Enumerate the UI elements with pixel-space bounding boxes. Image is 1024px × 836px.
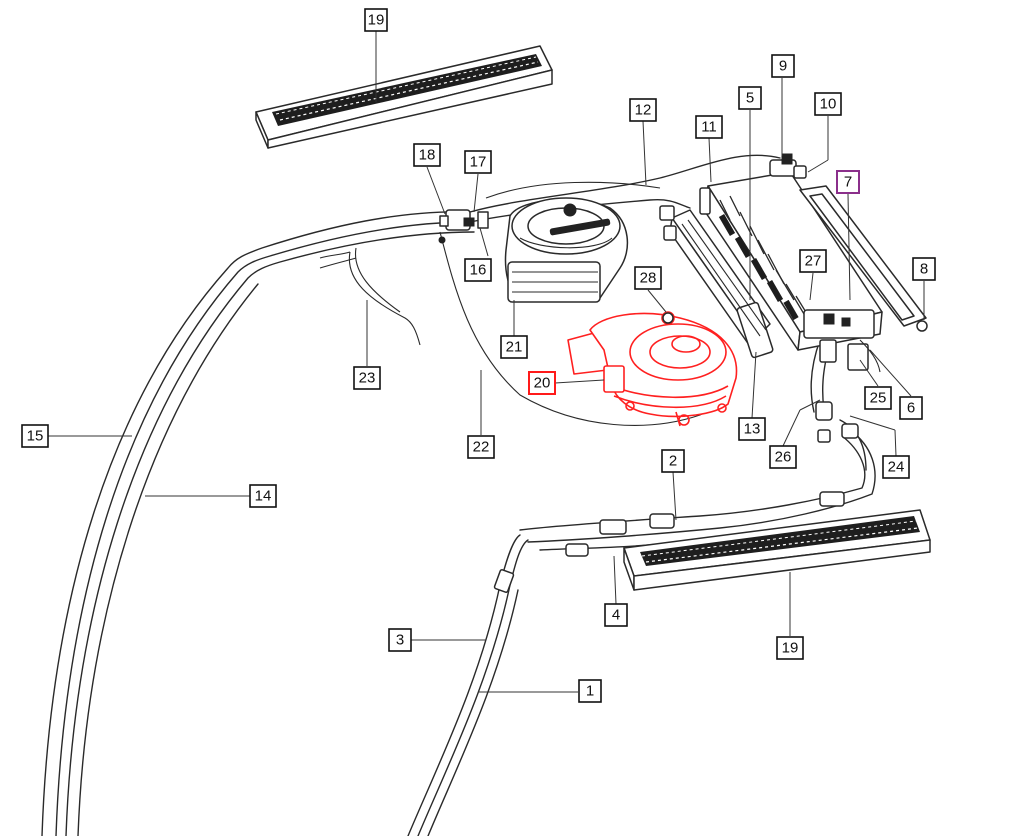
callout-9: 9 <box>771 54 795 78</box>
hose-2-4 <box>519 429 876 557</box>
svg-text:3: 3 <box>396 632 404 649</box>
callout-3: 3 <box>388 628 412 652</box>
callout-10: 10 <box>814 92 842 116</box>
svg-text:11: 11 <box>701 119 717 136</box>
callout-16: 16 <box>464 258 492 282</box>
svg-text:22: 22 <box>473 439 490 456</box>
svg-text:15: 15 <box>27 428 44 445</box>
callout-8: 8 <box>912 257 936 281</box>
hose-15 <box>41 211 471 836</box>
svg-text:19: 19 <box>782 640 799 657</box>
callout-22: 22 <box>467 435 495 459</box>
hose-12 <box>469 154 781 223</box>
callout-19-top: 19 <box>364 8 388 32</box>
sensor-28 <box>662 312 674 324</box>
svg-text:19: 19 <box>368 12 385 29</box>
svg-text:16: 16 <box>470 262 487 279</box>
svg-text:5: 5 <box>746 90 754 107</box>
svg-text:18: 18 <box>419 147 436 164</box>
callout-5: 5 <box>738 86 762 110</box>
callout-7-highlighted: 7 <box>836 170 860 194</box>
svg-text:8: 8 <box>920 261 928 278</box>
svg-text:28: 28 <box>640 270 657 287</box>
callout-4: 4 <box>604 603 628 627</box>
callout-15: 15 <box>21 424 49 448</box>
wire-23 <box>319 247 421 346</box>
callout-23: 23 <box>353 366 381 390</box>
svg-text:17: 17 <box>470 154 487 171</box>
svg-text:21: 21 <box>506 339 523 356</box>
callout-17: 17 <box>464 150 492 174</box>
vent-grille-top <box>255 45 553 149</box>
callout-2: 2 <box>661 449 685 473</box>
svg-text:23: 23 <box>359 370 376 387</box>
blower-20-highlighted <box>567 311 738 427</box>
svg-text:25: 25 <box>870 390 887 407</box>
callout-6: 6 <box>899 396 923 420</box>
svg-text:1: 1 <box>586 683 594 700</box>
svg-text:20: 20 <box>534 375 551 392</box>
callout-26: 26 <box>769 445 797 469</box>
connectors-16-18 <box>438 209 489 244</box>
heater-core <box>659 153 928 373</box>
callout-11: 11 <box>695 115 723 139</box>
svg-text:6: 6 <box>907 400 915 417</box>
callout-1: 1 <box>578 679 602 703</box>
blower-21 <box>504 197 629 303</box>
hose-1-3 <box>407 534 529 836</box>
callout-27: 27 <box>799 249 827 273</box>
vent-grille-bottom <box>623 509 931 591</box>
svg-text:12: 12 <box>635 102 652 119</box>
callout-13: 13 <box>738 417 766 441</box>
callout-14: 14 <box>249 484 277 508</box>
svg-text:13: 13 <box>744 421 761 438</box>
svg-text:7: 7 <box>844 174 852 191</box>
svg-text:14: 14 <box>255 488 272 505</box>
callout-19-bottom: 19 <box>776 636 804 660</box>
callout-25: 25 <box>864 386 892 410</box>
svg-text:27: 27 <box>805 253 822 270</box>
hose-14 <box>65 231 475 836</box>
svg-text:2: 2 <box>669 453 677 470</box>
callout-21: 21 <box>500 335 528 359</box>
callout-24: 24 <box>882 455 910 479</box>
svg-text:24: 24 <box>888 459 905 476</box>
leader-lines <box>46 31 925 693</box>
svg-text:26: 26 <box>775 449 792 466</box>
svg-text:10: 10 <box>820 96 837 113</box>
svg-text:9: 9 <box>779 58 787 75</box>
callout-12: 12 <box>629 98 657 122</box>
callout-28: 28 <box>634 266 662 290</box>
callout-20-highlighted: 20 <box>528 371 556 395</box>
svg-text:4: 4 <box>612 607 620 624</box>
callout-18: 18 <box>413 143 441 167</box>
